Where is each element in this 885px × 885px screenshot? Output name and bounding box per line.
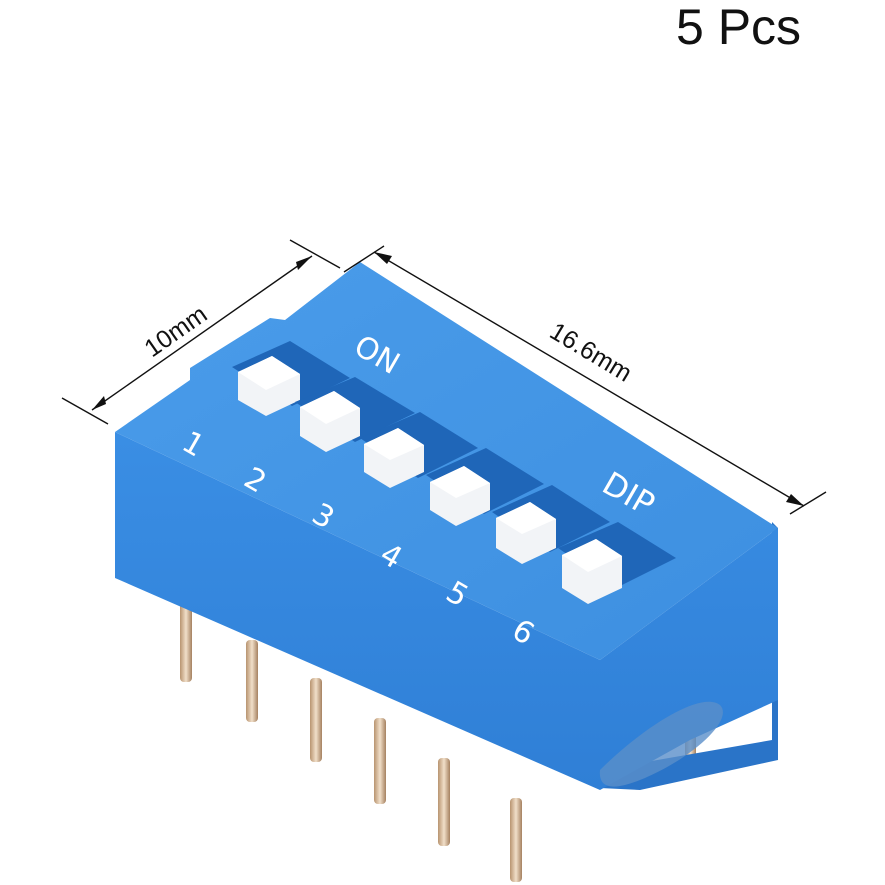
length-dimension-label: 16.6mm [545, 317, 637, 388]
length-extension-right [789, 491, 827, 515]
width-extension-right [289, 239, 341, 269]
length-dimension-line [373, 251, 805, 507]
length-arrow-right [786, 494, 804, 506]
slot-4 [426, 448, 544, 526]
width-dimension-line [91, 255, 313, 411]
pin-3 [310, 678, 322, 762]
slot-5 [492, 485, 610, 564]
pin-2 [246, 640, 258, 722]
width-dimension-label: 10mm [139, 300, 212, 363]
slot-3 [360, 412, 478, 488]
slot-2 [295, 377, 415, 452]
pin-6 [510, 798, 522, 882]
pin-5 [438, 758, 450, 846]
switch-actuators [232, 341, 676, 604]
pin-1 [180, 602, 192, 682]
body-front [115, 432, 778, 790]
dimension-lines [61, 239, 827, 515]
width-arrow-right [296, 256, 312, 270]
length-extension-left [343, 245, 385, 273]
quantity-label: 5 Pcs [676, 0, 802, 55]
body-side-face [600, 522, 778, 790]
length-arrow-left [374, 252, 392, 264]
slot-1 [232, 341, 350, 416]
slot-6 [558, 522, 676, 604]
width-extension-left [61, 397, 109, 425]
sealing-tape [599, 701, 723, 787]
width-arrow-left [92, 396, 106, 410]
pin-4 [374, 718, 386, 804]
